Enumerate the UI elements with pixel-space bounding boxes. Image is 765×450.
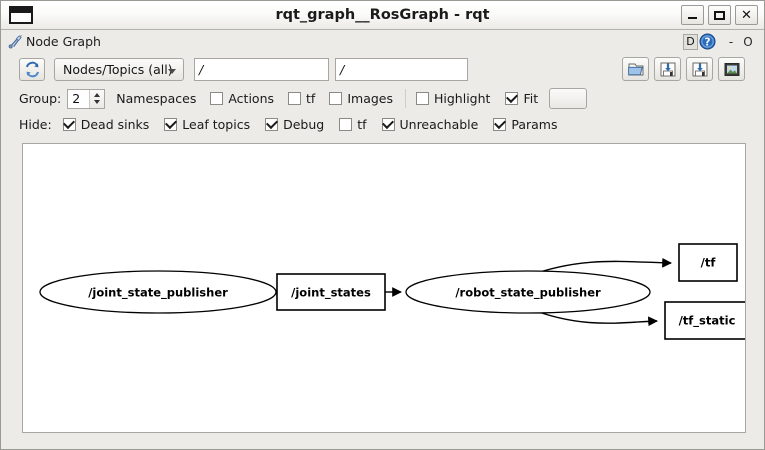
- window-icon: [9, 6, 33, 24]
- graph-nodes: /joint_state_publisher /joint_states /ro…: [39, 243, 745, 340]
- checkbox-fit-box[interactable]: [505, 92, 519, 105]
- graph-type-value: Nodes/Topics (all): [63, 61, 173, 77]
- checkbox-actions[interactable]: Actions: [210, 91, 274, 106]
- window-titlebar: rqt_graph__RosGraph - rqt ✕: [1, 1, 764, 30]
- group-spinbox[interactable]: 2: [67, 88, 106, 109]
- checkbox-hide-tf-box[interactable]: [339, 118, 353, 131]
- checkbox-images[interactable]: Images: [329, 91, 393, 106]
- checkbox-hide-debug-box[interactable]: [265, 118, 279, 131]
- refresh-icon: [25, 61, 39, 77]
- group-value: 2: [72, 91, 81, 106]
- checkbox-images-label: Images: [347, 91, 393, 106]
- group-spinner-buttons[interactable]: [89, 89, 105, 108]
- minimize-icon: [688, 17, 697, 19]
- image-icon: [724, 62, 739, 76]
- checkbox-hide-leaf-topics[interactable]: Leaf topics: [164, 117, 250, 132]
- ros-graph-svg: /joint_state_publisher /joint_states /ro…: [39, 243, 745, 340]
- group-label: Group:: [19, 91, 62, 106]
- spinner-down-icon[interactable]: [94, 100, 101, 104]
- node-tf-label: /tf: [701, 256, 717, 270]
- svg-text:?: ?: [704, 36, 710, 48]
- toolbar-action-buttons: [622, 57, 745, 81]
- window-title: rqt_graph__RosGraph - rqt: [275, 7, 490, 23]
- dock-title: Node Graph: [26, 34, 101, 49]
- checkbox-hide-leaf-topics-box[interactable]: [164, 118, 178, 131]
- edge-robot-state-publisher-to-tf: [527, 257, 672, 277]
- checkbox-hide-tf[interactable]: tf: [339, 117, 367, 132]
- window-controls: ✕: [681, 5, 758, 25]
- toolbar-row-hide: Hide: Dead sinks Leaf topics Debug tf: [1, 112, 764, 137]
- dock-close-button[interactable]: O: [743, 34, 753, 49]
- toolbar-separator: [405, 89, 406, 108]
- checkbox-fit[interactable]: Fit: [505, 91, 538, 106]
- filter-include-input[interactable]: /: [194, 57, 329, 81]
- maximize-icon: [714, 10, 725, 20]
- spinner-up-icon[interactable]: [94, 93, 101, 97]
- dock-controls: D ? - O: [683, 33, 756, 50]
- dock-widget-header: Node Graph D ? - O: [1, 30, 764, 53]
- node-robot-state-publisher[interactable]: /robot_state_publisher: [405, 270, 651, 314]
- node-joint-states[interactable]: /joint_states: [276, 273, 386, 311]
- checkbox-highlight-box[interactable]: [416, 92, 429, 105]
- checkbox-tf-show-box[interactable]: [288, 92, 302, 105]
- minimize-button[interactable]: [681, 5, 704, 25]
- checkbox-hide-leaf-topics-label: Leaf topics: [182, 117, 251, 132]
- graph-edges: [272, 257, 672, 327]
- load-dot-button[interactable]: [622, 57, 649, 81]
- checkbox-hide-tf-label: tf: [357, 117, 367, 132]
- checkbox-hide-params-box[interactable]: [493, 118, 507, 131]
- edge-robot-state-publisher-to-tf-static: [527, 307, 658, 327]
- checkbox-actions-box[interactable]: [210, 92, 224, 105]
- graph-canvas[interactable]: /joint_state_publisher /joint_states /ro…: [22, 143, 746, 433]
- checkbox-actions-label: Actions: [228, 91, 275, 106]
- chevron-down-icon: [168, 68, 176, 74]
- fit-in-view-button[interactable]: [549, 88, 588, 109]
- checkbox-hide-debug-label: Debug: [283, 117, 325, 132]
- checkbox-tf-show-label: tf: [306, 91, 316, 106]
- checkbox-fit-label: Fit: [523, 91, 539, 106]
- checkbox-images-box[interactable]: [329, 92, 343, 105]
- checkbox-hide-params-label: Params: [511, 117, 558, 132]
- maximize-button[interactable]: [708, 5, 731, 25]
- node-joint-state-publisher-label: /joint_state_publisher: [88, 286, 228, 301]
- checkbox-highlight[interactable]: Highlight: [416, 91, 490, 106]
- hide-label: Hide:: [19, 117, 52, 132]
- save-svg-icon: [692, 62, 707, 76]
- toolbar: Nodes/Topics (all) / /: [1, 53, 764, 137]
- node-tf-static-label: /tf_static: [679, 314, 736, 329]
- help-icon[interactable]: ?: [699, 33, 716, 50]
- folder-open-icon: [627, 63, 643, 75]
- checkbox-hide-unreachable-box[interactable]: [381, 118, 395, 131]
- checkbox-hide-params[interactable]: Params: [493, 117, 557, 132]
- checkbox-hide-dead-sinks-label: Dead sinks: [80, 117, 150, 132]
- checkbox-tf-show[interactable]: tf: [288, 91, 315, 106]
- toolbar-row-options: Group: 2 Namespaces Actions tf: [1, 85, 764, 112]
- checkbox-highlight-label: Highlight: [434, 91, 491, 106]
- toolbar-row-primary: Nodes/Topics (all) / /: [1, 53, 764, 85]
- node-tf-static[interactable]: /tf_static: [664, 301, 745, 340]
- tools-icon: [8, 35, 22, 49]
- checkbox-hide-dead-sinks-box[interactable]: [62, 118, 76, 131]
- save-image-button[interactable]: [718, 57, 745, 81]
- dock-minimize-button[interactable]: -: [728, 34, 734, 49]
- save-dot-button[interactable]: [654, 57, 681, 81]
- checkbox-hide-unreachable-label: Unreachable: [399, 117, 479, 132]
- node-tf[interactable]: /tf: [678, 243, 738, 282]
- checkbox-hide-debug[interactable]: Debug: [265, 117, 324, 132]
- checkbox-hide-dead-sinks[interactable]: Dead sinks: [62, 117, 150, 132]
- refresh-button[interactable]: [19, 57, 45, 81]
- filter-exclude-input[interactable]: /: [335, 57, 468, 81]
- node-joint-state-publisher[interactable]: /joint_state_publisher: [39, 270, 277, 314]
- node-joint-states-label: /joint_states: [291, 286, 371, 301]
- close-button[interactable]: ✕: [735, 5, 758, 25]
- save-svg-button[interactable]: [686, 57, 713, 81]
- save-dot-icon: [660, 62, 675, 76]
- node-robot-state-publisher-label: /robot_state_publisher: [455, 286, 601, 301]
- graph-type-combobox[interactable]: Nodes/Topics (all): [54, 57, 184, 81]
- checkbox-hide-unreachable[interactable]: Unreachable: [381, 117, 479, 132]
- namespaces-label: Namespaces: [116, 91, 197, 106]
- dock-float-button[interactable]: D: [683, 33, 698, 50]
- close-icon: ✕: [741, 7, 752, 23]
